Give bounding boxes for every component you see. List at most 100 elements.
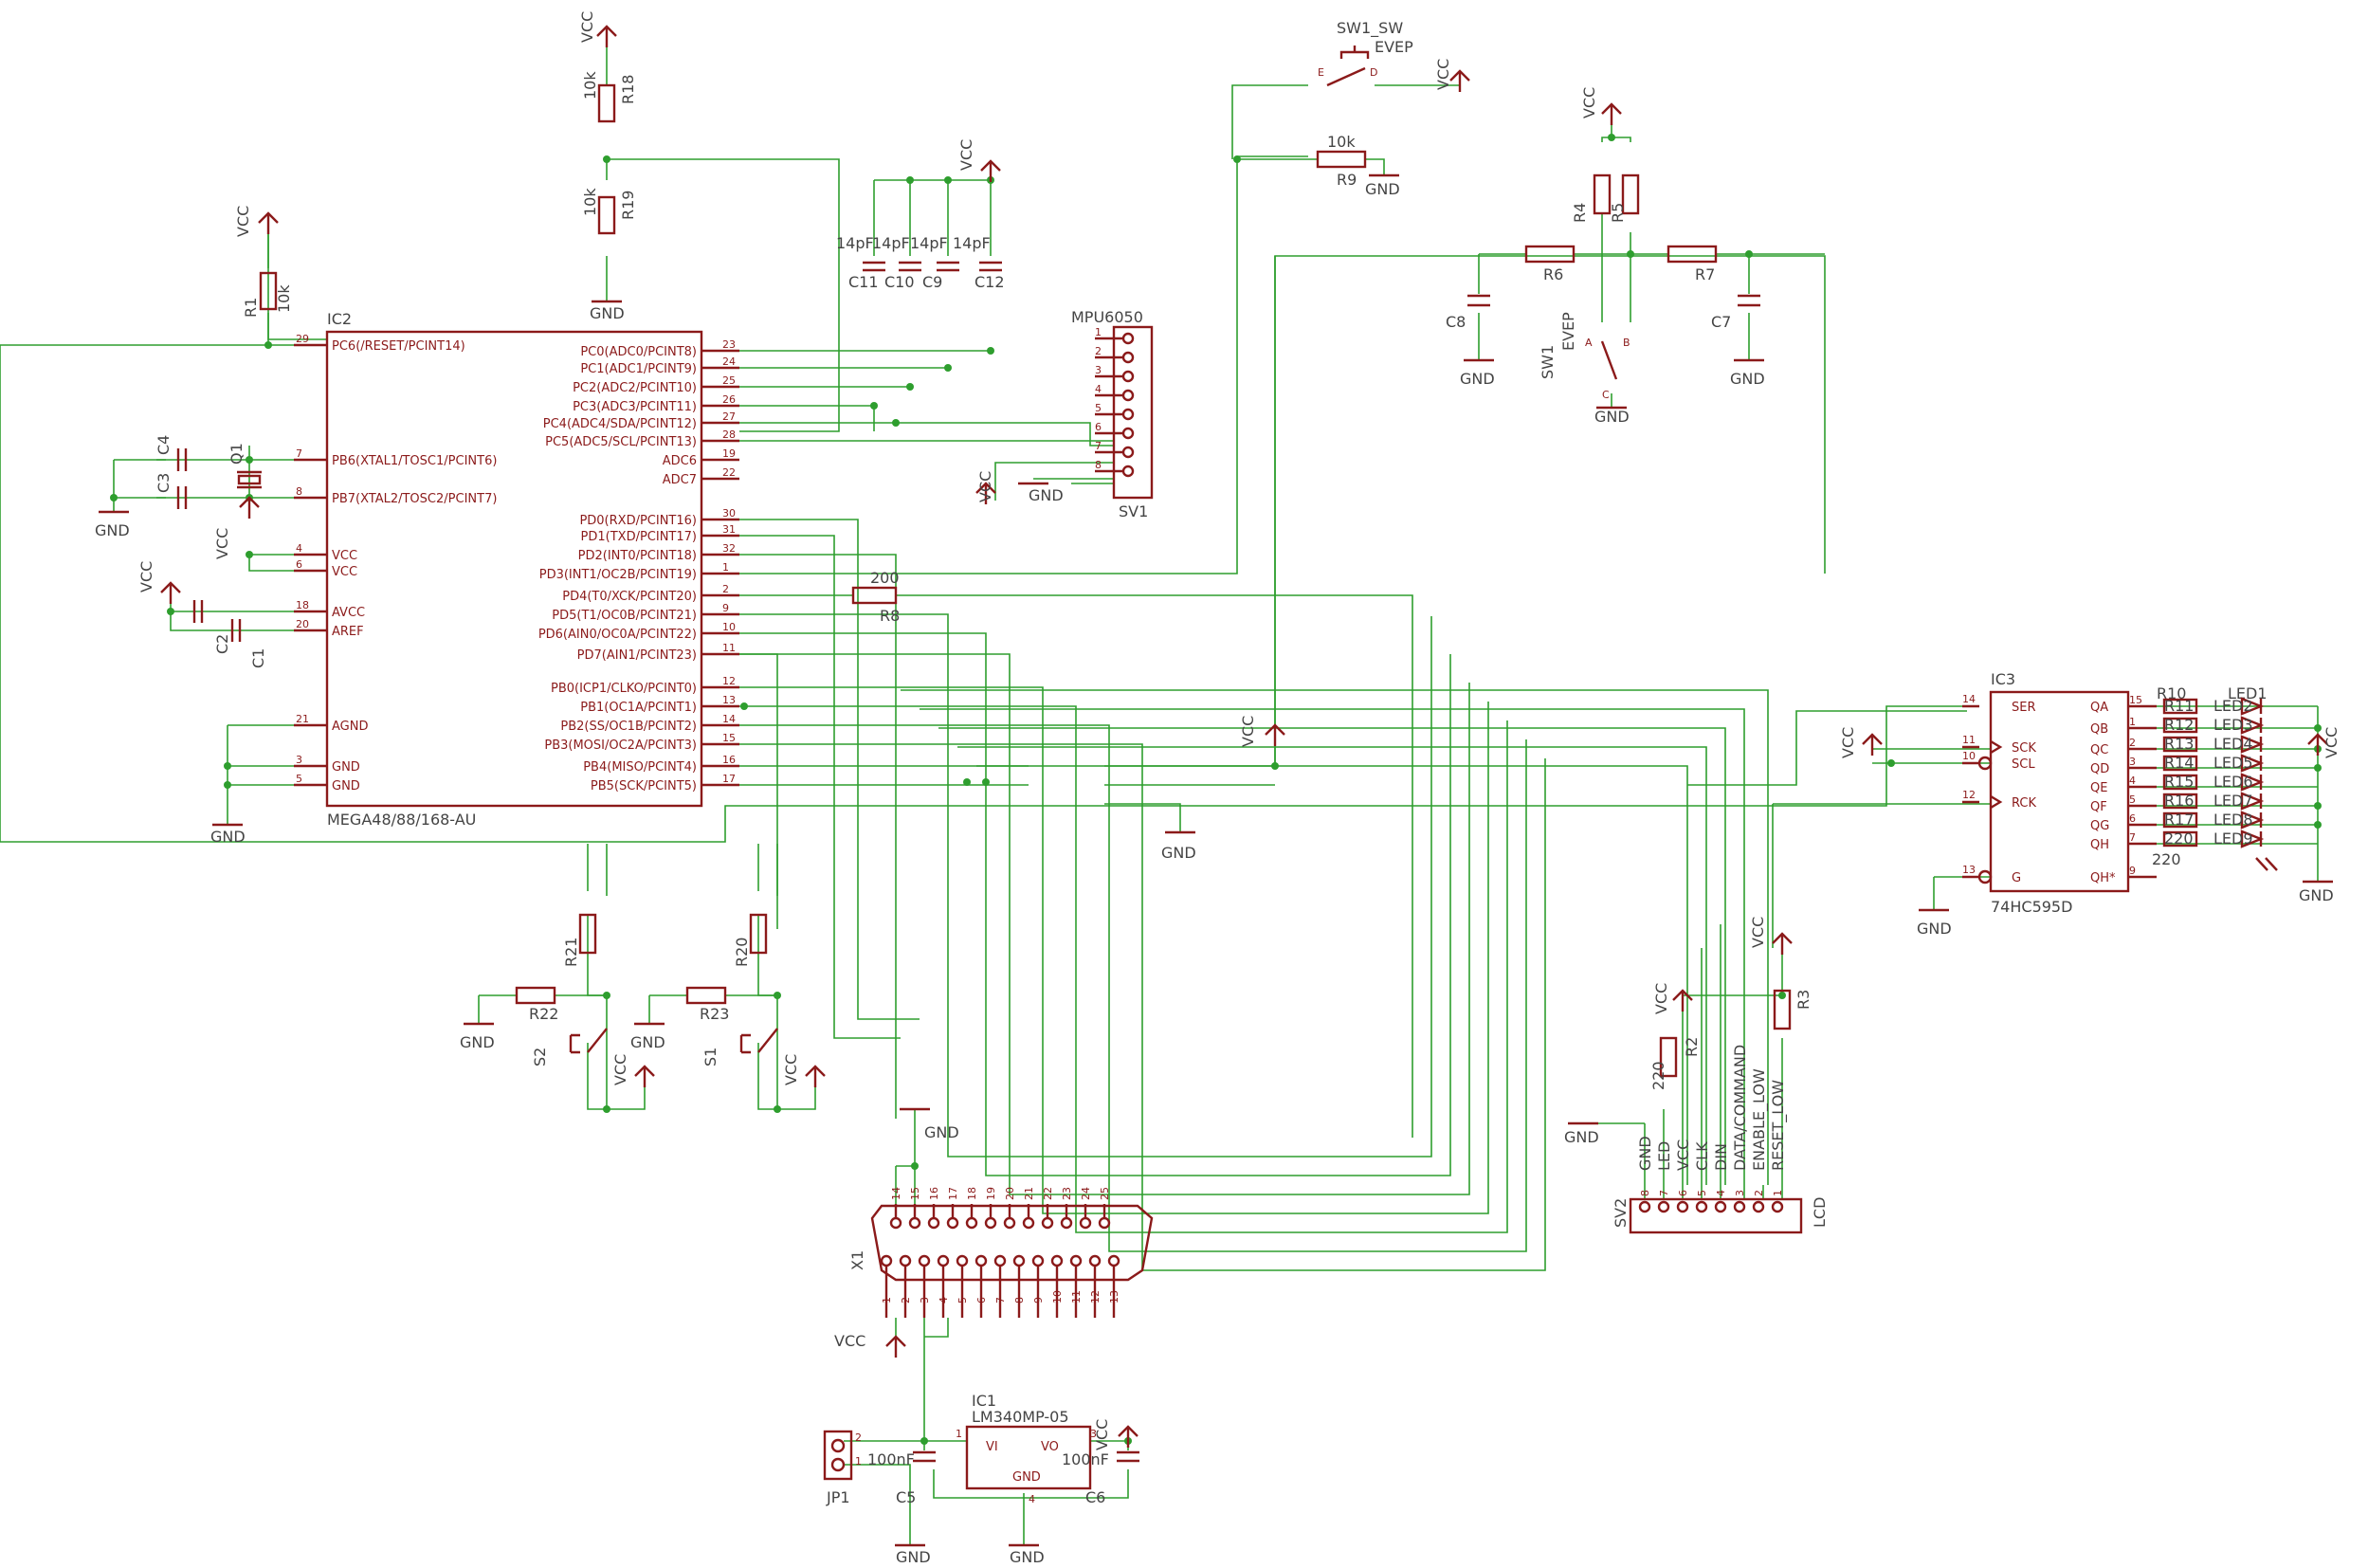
c6-name: C6 [1085, 1488, 1105, 1506]
vcc-arrow [1265, 723, 1285, 736]
c6-value: 100nF [1062, 1450, 1109, 1468]
bank-resistor-name: R15 [2164, 773, 2194, 791]
vcc-label: VCC [2322, 727, 2341, 758]
capacitor-c2[interactable]: C2 [192, 600, 231, 654]
c8-name: C8 [1446, 313, 1466, 331]
ic2-pin-num: 32 [722, 542, 736, 555]
x1-pin-num: 12 [1089, 1290, 1102, 1304]
led-triangle [2240, 716, 2265, 735]
ic2-pin-label: PB6(XTAL1/TOSC1/PCINT6) [332, 454, 497, 468]
switch-s2[interactable]: S2 [531, 1028, 608, 1067]
resistor-r23[interactable]: R23 [685, 986, 729, 1023]
jp1-jumper[interactable]: JP1 2 1 [823, 1430, 862, 1506]
resistor-r19[interactable]: 10k R19 [581, 188, 637, 235]
ic3-pin-num: 10 [1962, 750, 1976, 762]
resistor-r7[interactable]: R7 [1667, 245, 1718, 283]
resistor-r20[interactable]: R20 [733, 913, 768, 967]
x1-pin-num: 4 [938, 1297, 950, 1304]
x1-pin-socket [975, 1254, 988, 1267]
resistor-r4[interactable]: R4 [1571, 173, 1612, 223]
ic2-pin-label: GND [332, 779, 360, 793]
x1-pin-socket [1098, 1216, 1111, 1230]
sv2-pin-socket [1752, 1200, 1765, 1213]
ic2-pin-num: 13 [722, 694, 736, 706]
x1-pin-socket [1107, 1254, 1120, 1267]
led-name: LED2 [2213, 697, 2253, 715]
led-name: LED9 [2213, 830, 2253, 848]
ic2-pin-label: PD5(T1/OC0B/PCINT21) [552, 609, 697, 623]
x1-pin-socket [1003, 1216, 1016, 1230]
c2-name: C2 [213, 634, 231, 654]
bank-resistor [2162, 830, 2198, 848]
capacitor-c5[interactable]: 100nF C5 [867, 1450, 936, 1506]
x1-pin-socket [956, 1254, 969, 1267]
sw1-pin-c: C [1602, 389, 1610, 401]
vcc-arrow [980, 159, 1001, 172]
ic2-pin-num: 27 [722, 410, 736, 423]
sv2-signal-label: DATA/COMMAND [1731, 1045, 1749, 1171]
sv2-lcd-header[interactable]: SV2 LCD 8GND7LED6VCC5CLK4DIN3DATA/COMMAN… [1612, 1045, 1829, 1234]
ic2-pin-num: 30 [722, 507, 736, 520]
cap-name: C9 [922, 273, 942, 291]
switch-s1[interactable]: S1 [701, 1028, 778, 1067]
c1-name: C1 [249, 648, 267, 668]
led-triangle [2240, 735, 2265, 754]
mpu-pin-socket [1121, 332, 1135, 345]
capacitor-c6[interactable]: 100nF C6 [1062, 1450, 1139, 1506]
capacitor-c7[interactable]: C7 [1711, 294, 1760, 331]
ic2-microcontroller[interactable]: IC2 MEGA48/88/168-AU 29PC6(/RESET/PCINT1… [294, 310, 739, 829]
resistor-r6[interactable]: R6 [1524, 245, 1576, 283]
resistor-r22[interactable]: R22 [515, 986, 558, 1023]
sv2-value: LCD [1811, 1197, 1829, 1228]
r20-name: R20 [733, 938, 751, 967]
resistor-r18[interactable]: 10k R18 [581, 71, 637, 123]
sv2-name: SV2 [1612, 1198, 1630, 1228]
ic2-left-pins: 29PC6(/RESET/PCINT14)7PB6(XTAL1/TOSC1/PC… [294, 333, 497, 793]
switch-sw1-sw[interactable]: SW1_SW EVEP E D [1318, 19, 1413, 87]
sw1sw-pin-e: E [1318, 66, 1324, 79]
cap-name: C11 [848, 273, 879, 291]
s2-name: S2 [531, 1048, 549, 1067]
resistor-r21[interactable]: R21 [562, 913, 597, 967]
resistor-r1[interactable]: R1 10k [242, 271, 293, 318]
ic2-pin-num: 18 [296, 599, 309, 611]
resistor-r8[interactable]: 200 R8 [851, 569, 900, 625]
ic3-pin-label: QF [2090, 800, 2107, 814]
sv2-pin-num: 1 [1772, 1190, 1784, 1196]
resistor-r3[interactable]: R3 [1773, 990, 1812, 1030]
capacitor-c8[interactable]: C8 [1446, 294, 1490, 331]
capacitor-c1[interactable]: C1 [230, 619, 267, 668]
mpu-name: SV1 [1119, 502, 1148, 520]
vcc-label: VCC [976, 471, 994, 502]
ic1-voltage-regulator[interactable]: IC1 LM340MP-05 VI VO GND 1 4 3 [956, 1392, 1097, 1505]
capacitor-c3[interactable]: C3 [155, 473, 188, 509]
ic2-pin-label: PC2(ADC2/PCINT10) [573, 381, 697, 395]
ic2-pin-num: 15 [722, 732, 736, 744]
resistor-r2[interactable]: 220 R2 [1649, 1037, 1701, 1090]
x1-pin-num: 8 [1013, 1297, 1026, 1304]
vcc-label: VCC [137, 561, 155, 593]
vcc-label: VCC [1652, 983, 1670, 1014]
mpu-pin-num: 4 [1095, 383, 1102, 395]
vcc-arrow [885, 1335, 906, 1347]
x1-pin-socket [993, 1254, 1007, 1267]
resistor-r9[interactable]: 10k R9 [1316, 133, 1367, 189]
resistor-r5[interactable]: R5 [1609, 173, 1640, 223]
capacitor-c4[interactable]: C4 [155, 435, 188, 471]
ic2-pin-label: PD3(INT1/OC2B/PCINT19) [539, 568, 697, 582]
bank-resistor [2162, 698, 2198, 715]
mpu-pin-socket [1121, 427, 1135, 440]
led-name: LED8 [2213, 811, 2253, 829]
switch-sw1[interactable]: SW1 EVEP A B C [1539, 312, 1630, 401]
crystal-q1[interactable]: Q1 [228, 443, 262, 489]
ic2-pin-label: PB1(OC1A/PCINT1) [580, 701, 697, 715]
